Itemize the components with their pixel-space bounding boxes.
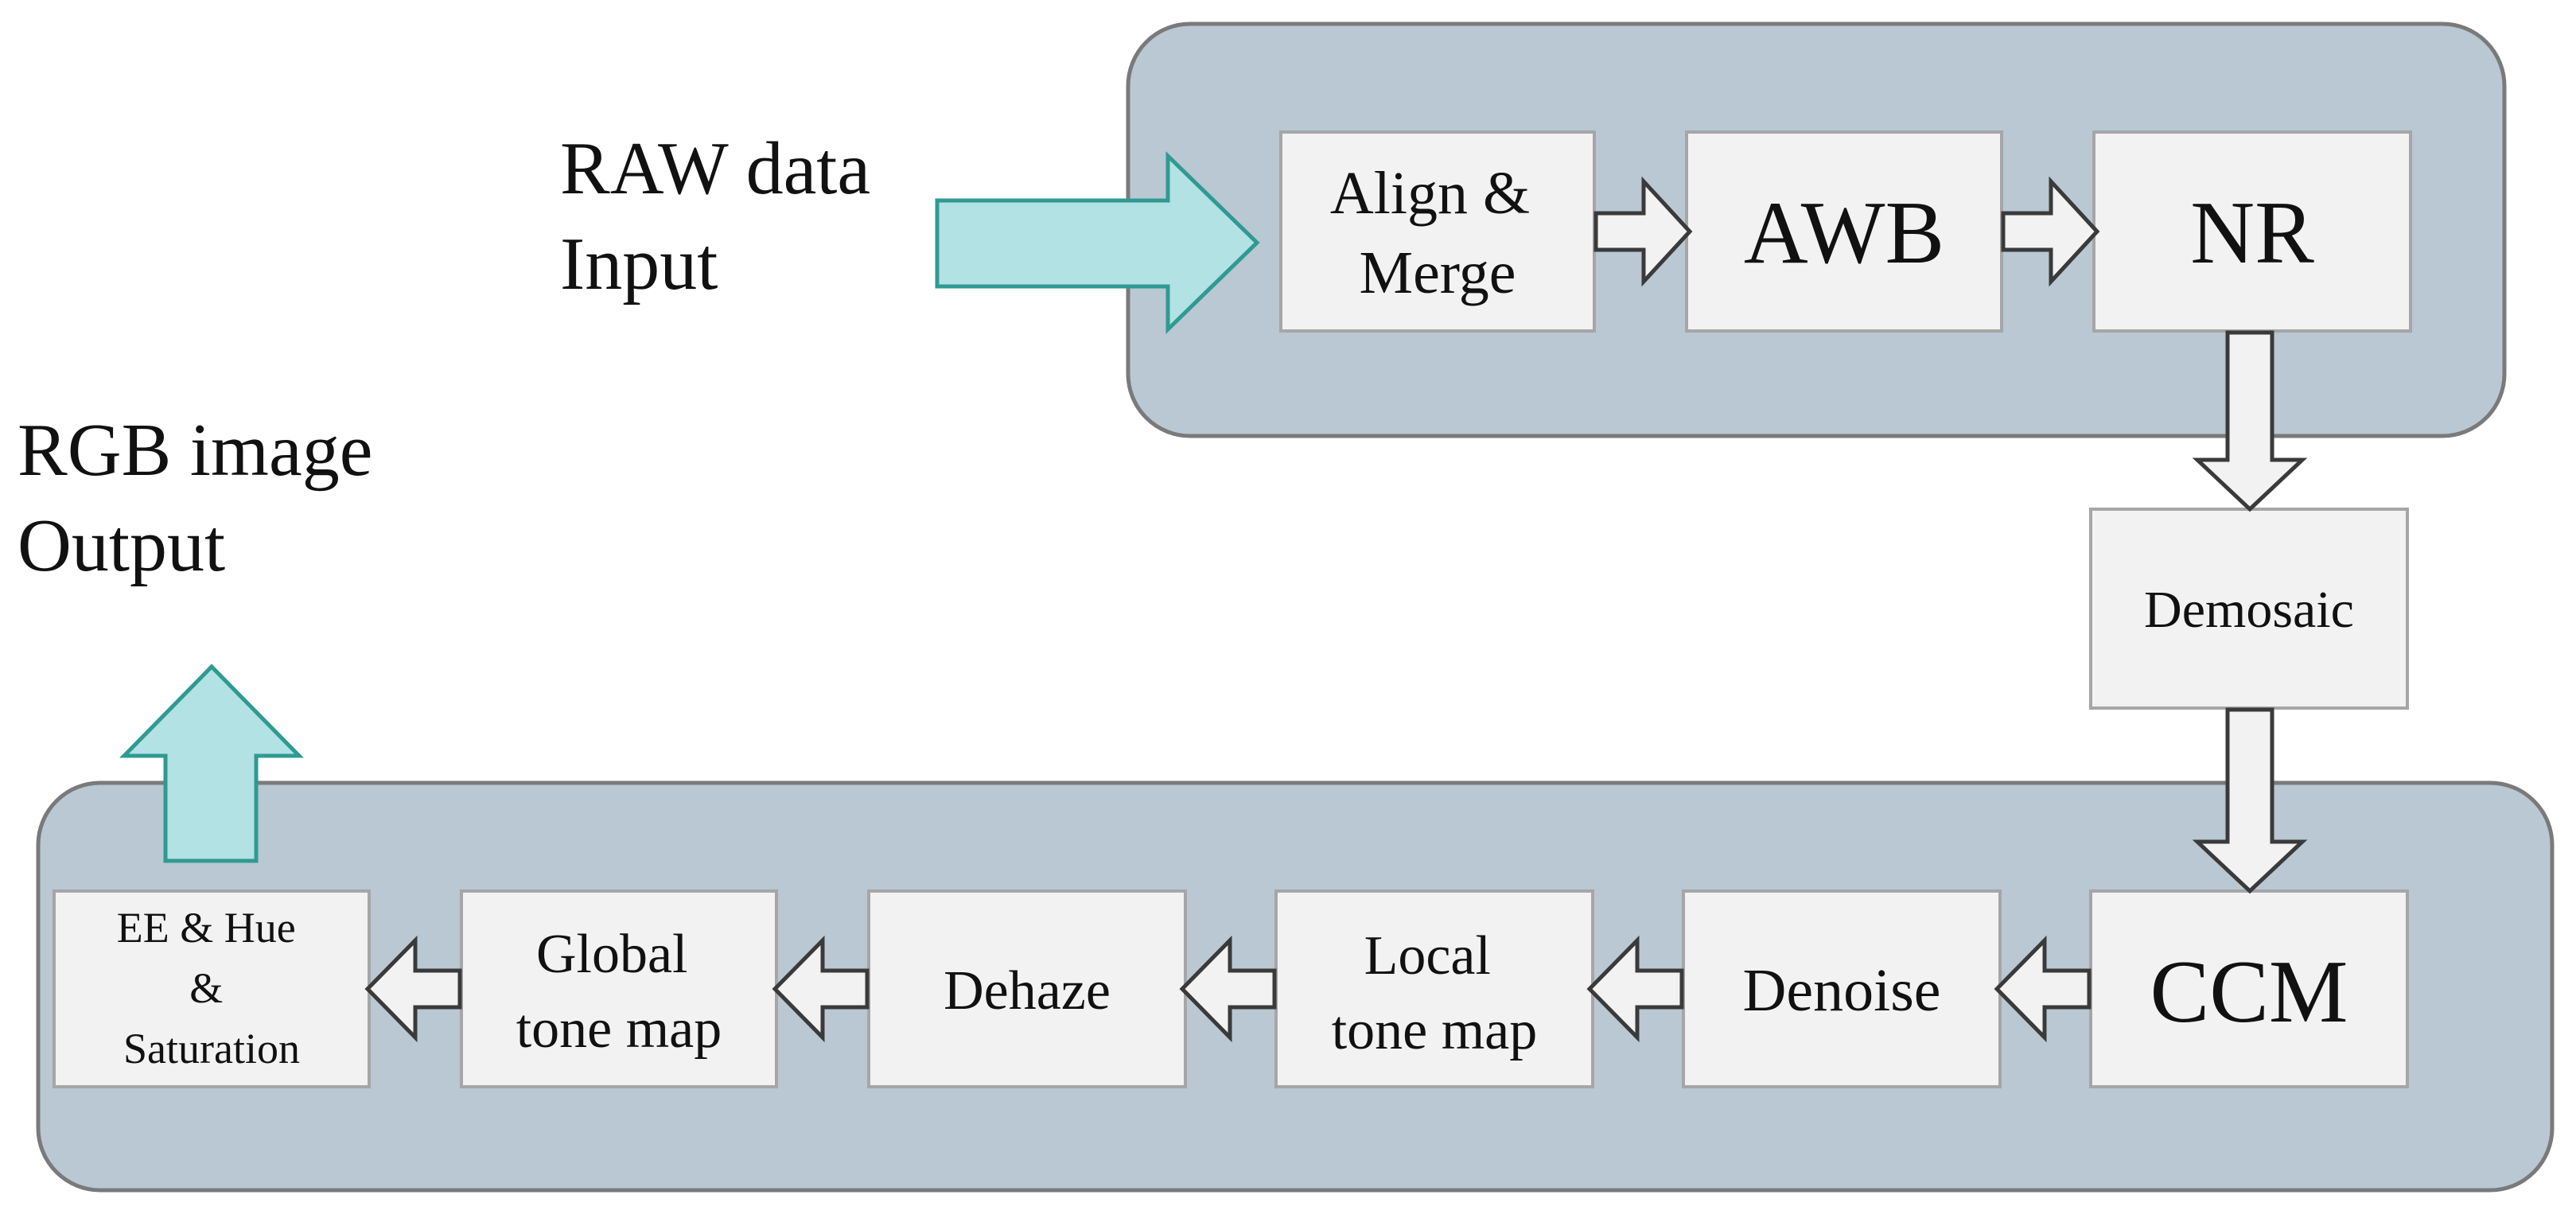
input-label: RAW data Input [560,127,889,306]
stage-box-denoise [1682,889,2002,1088]
flow-arrow-left-icon [1586,935,1684,1043]
stage-box-awb [1685,130,2003,333]
stage-label-line: Align & [1330,160,1530,227]
stage-label-line: & [189,964,223,1012]
stage-label-line: EE & Hue [117,904,296,952]
stage-box-demosaic [2089,508,2409,710]
stage-label-line: Local [1364,925,1491,987]
stage-label-line: tone map [1332,1000,1538,1061]
output-label-line2: Output [18,504,225,587]
stage-label-nr: NR [2190,184,2314,282]
stage-label-line: Demosaic [2144,581,2354,639]
stage-label-line: tone map [516,998,722,1060]
stage-labels: Align & Merge AWB NR Demosaic CCM Denois… [117,160,2354,1072]
stage-box-align-merge [1279,130,1596,333]
stage-label-ee-hue-saturation: EE & Hue & Saturation [117,904,306,1072]
stage-label-global-tone-map: Global tone map [516,924,722,1060]
stage-label-demosaic: Demosaic [2144,581,2354,639]
stage-box-ccm [2089,889,2409,1088]
flow-arrow-left-icon [1179,935,1277,1043]
input-label-line1: RAW data [560,127,870,210]
stage-label-awb: AWB [1744,184,1944,282]
stage-label-ccm: CCM [2150,943,2348,1041]
stage-label-dehaze: Dehaze [944,960,1111,1022]
stage-label-line: NR [2190,184,2314,282]
stage-label-line: CCM [2150,943,2348,1041]
input-label-line2: Input [560,223,718,306]
stage-label-line: Saturation [123,1025,300,1072]
flow-arrow-left-icon [772,935,870,1043]
flow-arrow-right-icon [1593,176,1693,287]
output-label: RGB image Output [18,409,391,587]
stage-label-local-tone-map: Local tone map [1332,925,1538,1061]
stage-label-line: Merge [1360,239,1516,306]
flow-arrow-down-icon [2192,330,2308,512]
stage-label-line: Global [536,924,688,985]
flow-arrows [364,176,2308,1043]
stage-box-ee-hue-saturation [53,889,371,1088]
stage-label-align-merge: Align & Merge [1330,160,1545,306]
flow-arrow-down-icon [2192,707,2308,894]
input-arrow-icon [935,151,1260,334]
stage-label-line: AWB [1744,184,1944,282]
stage-box-global-tone-map [460,889,778,1088]
stage-box-local-tone-map [1274,889,1594,1088]
output-arrow-icon [119,664,304,863]
flow-arrow-left-icon [1994,935,2092,1043]
output-label-line1: RGB image [18,409,372,492]
flow-arrow-left-icon [364,935,462,1043]
stage-label-line: Denoise [1742,957,1940,1024]
stage-label-denoise: Denoise [1742,957,1940,1024]
flow-arrow-right-icon [2001,176,2100,287]
stage-label-line: Dehaze [944,960,1111,1022]
